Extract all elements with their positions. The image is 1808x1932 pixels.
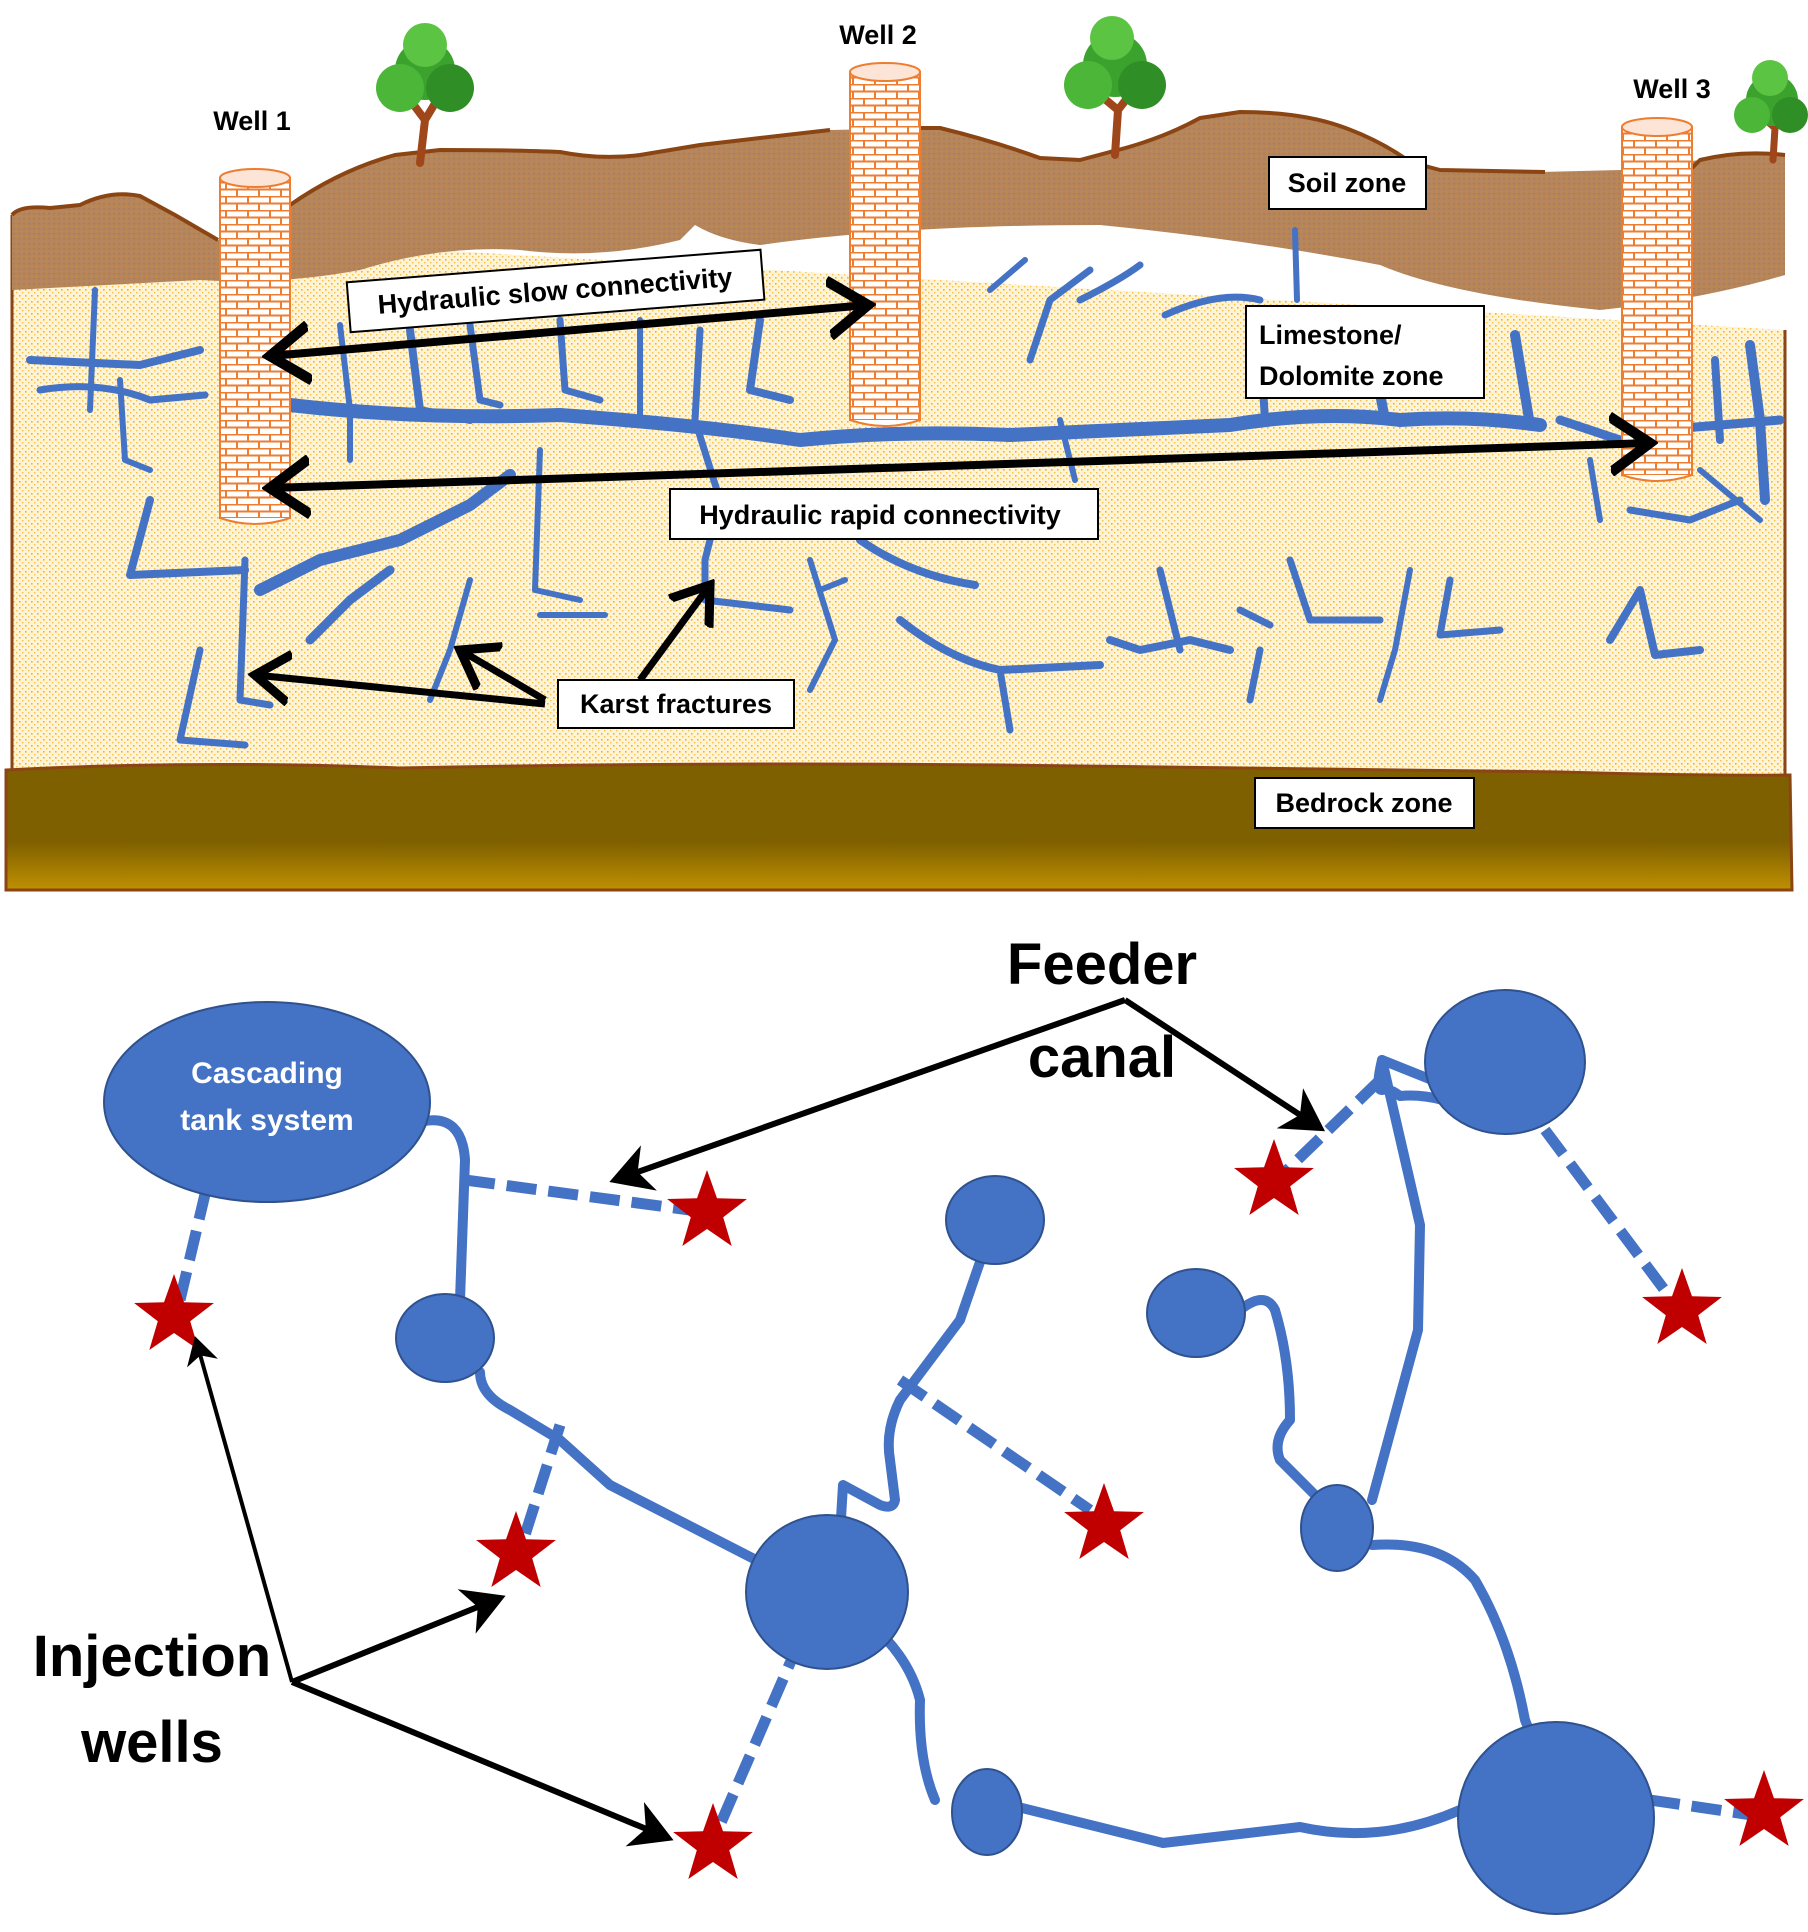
- fracture: [1076, 261, 1144, 304]
- injection-well-star-icon: [476, 1511, 556, 1587]
- well-1-label: Well 1: [213, 106, 291, 136]
- canal: [1367, 1055, 1448, 1505]
- fracture: [1106, 636, 1234, 654]
- well-3: [1621, 117, 1693, 482]
- injection-well-star-icon: [667, 1170, 747, 1246]
- canal-network: [420, 1055, 1540, 1848]
- feeder-label-line2: canal: [1028, 1025, 1176, 1090]
- dashed-canal: [1281, 1076, 1384, 1176]
- canal: [870, 1623, 940, 1805]
- dashed-canal: [714, 1637, 806, 1828]
- injection-arrows: [187, 1336, 674, 1847]
- cascading-tank: [103, 1001, 431, 1203]
- tank: [395, 1293, 495, 1383]
- injection-well-star-icon: [1724, 1770, 1804, 1846]
- fracture: [1510, 330, 1535, 430]
- injection-well-star-icon: [1642, 1268, 1722, 1344]
- limestone-line1-text: Limestone/: [1259, 320, 1402, 350]
- fracture: [305, 565, 395, 645]
- rapid-connectivity-arrow: [270, 443, 1650, 488]
- bedrock-zone-label: Bedrock zone: [1254, 777, 1475, 829]
- tanks: [103, 989, 1655, 1915]
- injection-well-star-icon: [1064, 1483, 1144, 1559]
- tank: [951, 1768, 1023, 1856]
- canal: [835, 1257, 985, 1540]
- fracture: [807, 557, 848, 693]
- fracture: [1697, 467, 1763, 523]
- well-1: [219, 168, 291, 525]
- tree-icon: [1064, 16, 1166, 159]
- soil-zone-text: Soil zone: [1288, 168, 1407, 198]
- injection-well-star-icon: [1234, 1139, 1314, 1215]
- tree-icon: [1734, 60, 1808, 164]
- canal: [1235, 1295, 1325, 1505]
- fracture: [1745, 340, 1770, 505]
- injection-well-star-icon: [673, 1803, 753, 1879]
- tank: [1300, 1484, 1374, 1572]
- fracture: [1606, 586, 1704, 659]
- fracture: [856, 536, 979, 589]
- karst-fractures-label: Karst fractures: [557, 679, 795, 729]
- injection-label-line2: wells: [80, 1710, 223, 1775]
- fracture: [126, 496, 249, 579]
- tree-icon: [376, 23, 474, 167]
- limestone-line2-text: Dolomite zone: [1259, 361, 1444, 391]
- well-2: [849, 62, 921, 427]
- tank: [745, 1514, 909, 1670]
- canal: [1367, 1539, 1540, 1750]
- rapid-connectivity-text: Hydraulic rapid connectivity: [699, 500, 1061, 530]
- canal: [420, 1115, 470, 1305]
- canal: [1017, 1803, 1465, 1848]
- fracture: [176, 646, 249, 749]
- fracture: [1161, 293, 1264, 319]
- fracture: [1236, 606, 1274, 704]
- fracture: [117, 377, 153, 473]
- karst-fractures-text: Karst fractures: [580, 689, 772, 719]
- bedrock-zone-text: Bedrock zone: [1275, 788, 1452, 818]
- well-2-label: Well 2: [839, 20, 917, 50]
- fracture: [1286, 556, 1384, 624]
- cascading-tank-label-line2: tank system: [180, 1104, 353, 1137]
- injection-label-line1: Injection: [33, 1624, 271, 1689]
- injection-wells: [134, 1139, 1804, 1879]
- dashed-canal: [174, 1188, 212, 1302]
- rapid-connectivity-label: Hydraulic rapid connectivity: [669, 488, 1099, 540]
- cross-section-panel: Well 1 Well 2 Well 3 Hydraulic slow conn…: [4, 16, 1808, 892]
- cascading-tank-label-line1: Cascading: [191, 1057, 343, 1090]
- fracture: [1377, 567, 1413, 703]
- fracture: [427, 577, 473, 703]
- fracture: [1436, 576, 1504, 639]
- fracture: [1156, 566, 1184, 654]
- fracture: [1292, 227, 1300, 303]
- bedrock-layer: [4, 762, 1794, 892]
- dashed-canal: [1540, 1126, 1677, 1304]
- tank: [1424, 989, 1586, 1135]
- fracture: [1711, 356, 1724, 444]
- fracture: [996, 666, 1014, 734]
- dashed-canal: [896, 1375, 1094, 1515]
- fracture: [87, 287, 98, 413]
- tank: [945, 1175, 1045, 1265]
- dashed-canal: [519, 1423, 566, 1537]
- feeder-dashed-lines: [174, 1076, 1753, 1828]
- limestone-zone-label: Limestone/ Dolomite zone: [1245, 305, 1485, 399]
- fracture: [36, 383, 209, 404]
- slow-connectivity-arrow: [270, 305, 868, 356]
- fracture: [26, 346, 204, 369]
- tank-network-panel: Cascading tank system Feeder canal Injec…: [33, 932, 1804, 1915]
- well-3-label: Well 3: [1633, 74, 1711, 104]
- fracture: [1026, 266, 1094, 364]
- dashed-canal: [464, 1174, 691, 1216]
- fracture: [987, 257, 1028, 293]
- feeder-label-line1: Feeder: [1007, 932, 1197, 997]
- dashed-canal: [1649, 1794, 1753, 1821]
- karst-arrows: [255, 585, 710, 708]
- injection-well-star-icon: [134, 1274, 214, 1350]
- tank: [1457, 1721, 1655, 1915]
- tank: [1146, 1268, 1246, 1358]
- feeder-arrows: [609, 997, 1326, 1191]
- soil-zone-label: Soil zone: [1268, 156, 1427, 210]
- ground-surface-line: [10, 110, 1786, 242]
